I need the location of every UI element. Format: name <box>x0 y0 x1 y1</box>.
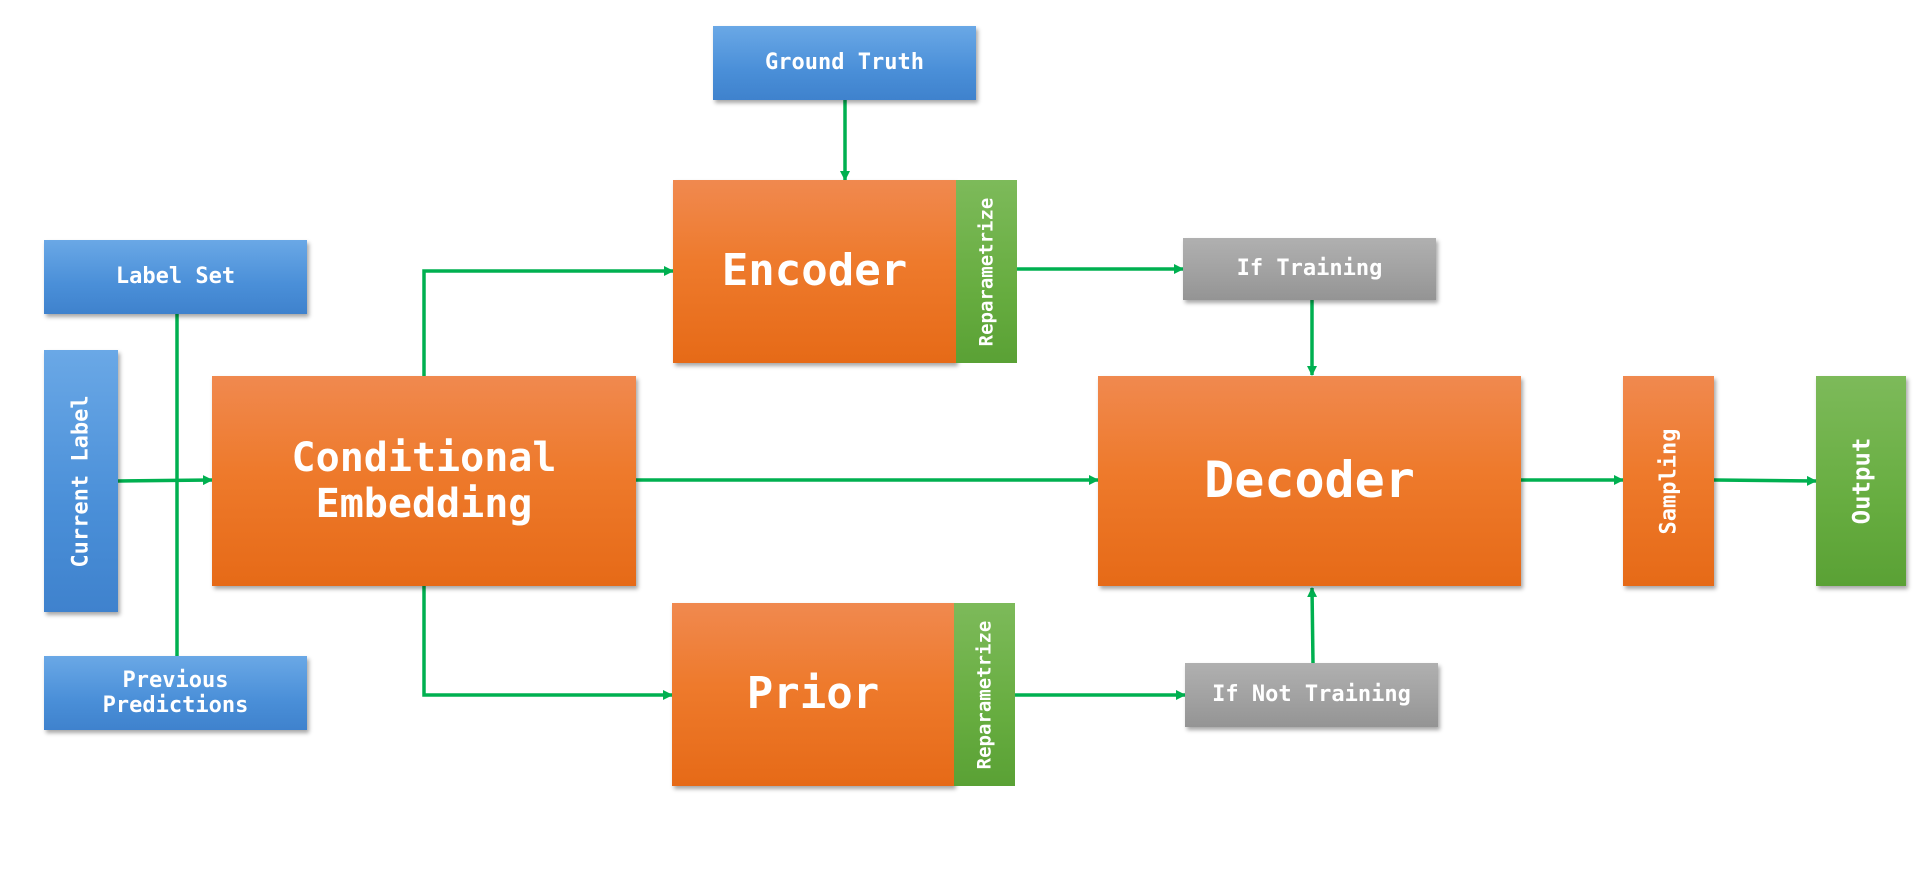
sampling-label: Sampling <box>1656 428 1681 534</box>
sampling-node: Sampling <box>1623 376 1714 586</box>
arrow-ifnottraining-to-decoder <box>1307 587 1318 664</box>
current-label-node: Current Label <box>44 350 118 612</box>
conditional-embedding-label: Conditional Embedding <box>291 435 557 527</box>
previous-predictions-node: Previous Predictions <box>44 656 307 730</box>
arrow-embedding-to-encoder <box>422 266 674 376</box>
if-training-label: If Training <box>1236 256 1383 282</box>
label-set-label: Label Set <box>115 264 236 290</box>
decoder-label: Decoder <box>1204 451 1415 510</box>
if-not-training-label: If Not Training <box>1212 682 1411 708</box>
output-label: Output <box>1846 437 1875 525</box>
ground-truth-label: Ground Truth <box>765 50 924 76</box>
encoder-reparametrize-label: Reparametrize <box>975 197 998 346</box>
encoder-label: Encoder <box>721 245 908 297</box>
decoder-node: Decoder <box>1098 376 1521 586</box>
output-node: Output <box>1816 376 1906 586</box>
conditional-embedding-node: Conditional Embedding <box>212 376 636 586</box>
arrow-embedding-to-prior <box>422 586 673 700</box>
arrow-currentlabel-to-embedding <box>117 475 213 486</box>
prior-reparametrize-node: Reparametrize <box>954 603 1015 786</box>
encoder-node: Encoder <box>673 180 956 363</box>
prior-label: Prior <box>746 668 880 720</box>
prior-reparametrize-label: Reparametrize <box>973 620 996 769</box>
if-not-training-node: If Not Training <box>1185 663 1438 727</box>
ground-truth-node: Ground Truth <box>713 26 976 100</box>
label-set-node: Label Set <box>44 240 307 314</box>
if-training-node: If Training <box>1183 238 1436 300</box>
prior-node: Prior <box>672 603 954 786</box>
previous-predictions-label: Previous Predictions <box>102 667 249 718</box>
current-label-label: Current Label <box>68 394 94 568</box>
encoder-reparametrize-node: Reparametrize <box>956 180 1017 363</box>
arrow-sampling-to-output <box>1713 475 1817 486</box>
